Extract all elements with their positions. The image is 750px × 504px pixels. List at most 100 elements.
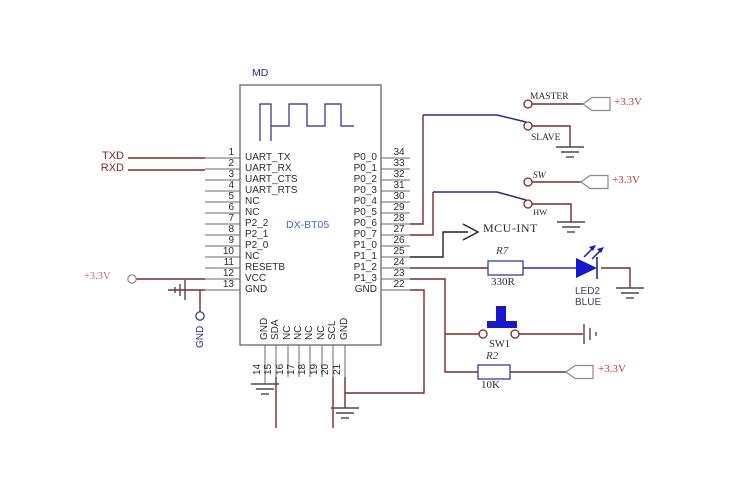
pin-label: P2_0 bbox=[245, 240, 269, 251]
pin-number: 24 bbox=[393, 257, 405, 268]
mcu-int-arrow bbox=[410, 223, 480, 258]
power-label-master: +3.3V bbox=[614, 96, 642, 108]
power-label-mode: +3.3V bbox=[612, 174, 640, 186]
pin-number: 23 bbox=[393, 268, 405, 279]
pin-label: P2_2 bbox=[245, 218, 269, 229]
terminal-label-gnd: GND bbox=[195, 325, 206, 348]
pin-number: 10 bbox=[222, 246, 234, 257]
spdt-switch-master-slave bbox=[423, 114, 527, 123]
pin-label: P1_1 bbox=[353, 251, 377, 262]
pin-label: P0_7 bbox=[353, 229, 377, 240]
pin-number: 8 bbox=[228, 224, 234, 235]
pin-label: P1_2 bbox=[353, 262, 377, 273]
pin-number: 22 bbox=[393, 279, 405, 290]
pin-label: GND bbox=[245, 284, 268, 295]
button-ref-sw1: SW1 bbox=[489, 339, 510, 350]
pin-number: 20 bbox=[320, 363, 331, 375]
pin-label: UART_RX bbox=[245, 163, 292, 174]
pin-number: 32 bbox=[393, 169, 405, 180]
pin-label: UART_CTS bbox=[245, 174, 298, 185]
ic-part-number: DX-BT05 bbox=[286, 219, 330, 231]
pin-number: 21 bbox=[332, 363, 343, 375]
pin-label: P0_2 bbox=[353, 174, 377, 185]
pin-number: 1 bbox=[228, 147, 234, 158]
resistor-ref-r7: R7 bbox=[496, 245, 509, 257]
pin-number: 2 bbox=[228, 158, 234, 169]
pin-number: 7 bbox=[228, 213, 234, 224]
antenna-icon bbox=[259, 103, 354, 141]
pin-label: P0_5 bbox=[353, 207, 377, 218]
push-button-sw1 bbox=[478, 306, 520, 339]
pin-number: 26 bbox=[393, 235, 405, 246]
pin-number: 3 bbox=[228, 169, 234, 180]
pin-label: SCL bbox=[327, 320, 338, 340]
pin-number: 5 bbox=[228, 191, 234, 202]
net-label-rxd: RXD bbox=[100, 162, 124, 174]
net-label-mcu-int: MCU-INT bbox=[483, 221, 538, 235]
pin-number: 29 bbox=[393, 202, 405, 213]
power-label-r2: +3.3V bbox=[598, 363, 626, 375]
net-label-txd: TXD bbox=[102, 150, 124, 162]
ground-icons bbox=[174, 146, 644, 419]
pin-number: 30 bbox=[393, 191, 405, 202]
pin-label: NC bbox=[304, 325, 315, 340]
pin-label: NC bbox=[245, 196, 260, 207]
pin-number: 25 bbox=[393, 246, 405, 257]
pin-number: 12 bbox=[222, 268, 234, 279]
vcc-terminal-icon bbox=[127, 274, 137, 284]
pin-label: P2_1 bbox=[245, 229, 269, 240]
pin-label: P1_3 bbox=[353, 273, 377, 284]
resistor-r2 bbox=[477, 364, 511, 380]
pin-label: SDA bbox=[270, 319, 281, 340]
pin-label: GND bbox=[354, 284, 377, 295]
pin-number: 4 bbox=[228, 180, 234, 191]
switch-contact-label-master: MASTER bbox=[530, 92, 569, 102]
switch-contact-label-hw: HW bbox=[533, 207, 548, 217]
pin-number: 28 bbox=[393, 213, 405, 224]
signal-wires bbox=[128, 103, 631, 428]
led-ref: LED2 bbox=[575, 286, 601, 297]
gnd-terminal-icon bbox=[195, 311, 205, 321]
pin-label: P1_0 bbox=[353, 240, 377, 251]
switch-contact-circles bbox=[523, 99, 533, 209]
pin-number: 11 bbox=[223, 257, 234, 268]
pin-label: NC bbox=[245, 251, 260, 262]
spdt-switch-sw-hw bbox=[433, 191, 527, 201]
left-pin-stubs bbox=[205, 157, 240, 291]
pin-label: RESETB bbox=[245, 262, 286, 273]
pin-label: VCC bbox=[245, 273, 267, 284]
ic-outline bbox=[239, 84, 382, 346]
pin-number: 27 bbox=[393, 224, 405, 235]
pin-number: 31 bbox=[393, 180, 405, 191]
switch-contact-label-sw: SW bbox=[533, 171, 546, 181]
pin-label: P0_4 bbox=[353, 196, 377, 207]
led-icon bbox=[576, 245, 604, 279]
resistor-value-r2: 10K bbox=[481, 379, 500, 391]
pin-label: GND bbox=[339, 317, 350, 340]
pin-number: 15 bbox=[263, 363, 274, 375]
pin-label: NC bbox=[245, 207, 260, 218]
pin-label: P0_0 bbox=[353, 152, 377, 163]
pin-label: UART_RTS bbox=[245, 185, 298, 196]
power-flag-icons bbox=[564, 96, 611, 380]
pin-label: P0_3 bbox=[353, 185, 377, 196]
pin-label: UART_TX bbox=[245, 152, 291, 163]
resistor-r7 bbox=[487, 260, 524, 276]
resistor-value-r7: 330R bbox=[491, 276, 515, 288]
pin-number: 13 bbox=[222, 279, 234, 290]
bottom-pin-stubs bbox=[264, 345, 346, 384]
ic-designator: MD bbox=[252, 67, 269, 79]
switch-contact-label-slave: SLAVE bbox=[531, 133, 561, 143]
pin-number: 33 bbox=[393, 158, 405, 169]
pin-label: P0_1 bbox=[353, 163, 377, 174]
pin-number: 9 bbox=[228, 235, 234, 246]
pin-number: 18 bbox=[297, 363, 308, 375]
pin-label: P0_6 bbox=[353, 218, 377, 229]
led-color-label: BLUE bbox=[575, 297, 602, 308]
power-label-vcc-left: +3.3V bbox=[84, 271, 111, 282]
pin-number: 34 bbox=[393, 147, 405, 158]
right-pin-stubs bbox=[381, 157, 410, 291]
pin-number: 6 bbox=[228, 202, 234, 213]
